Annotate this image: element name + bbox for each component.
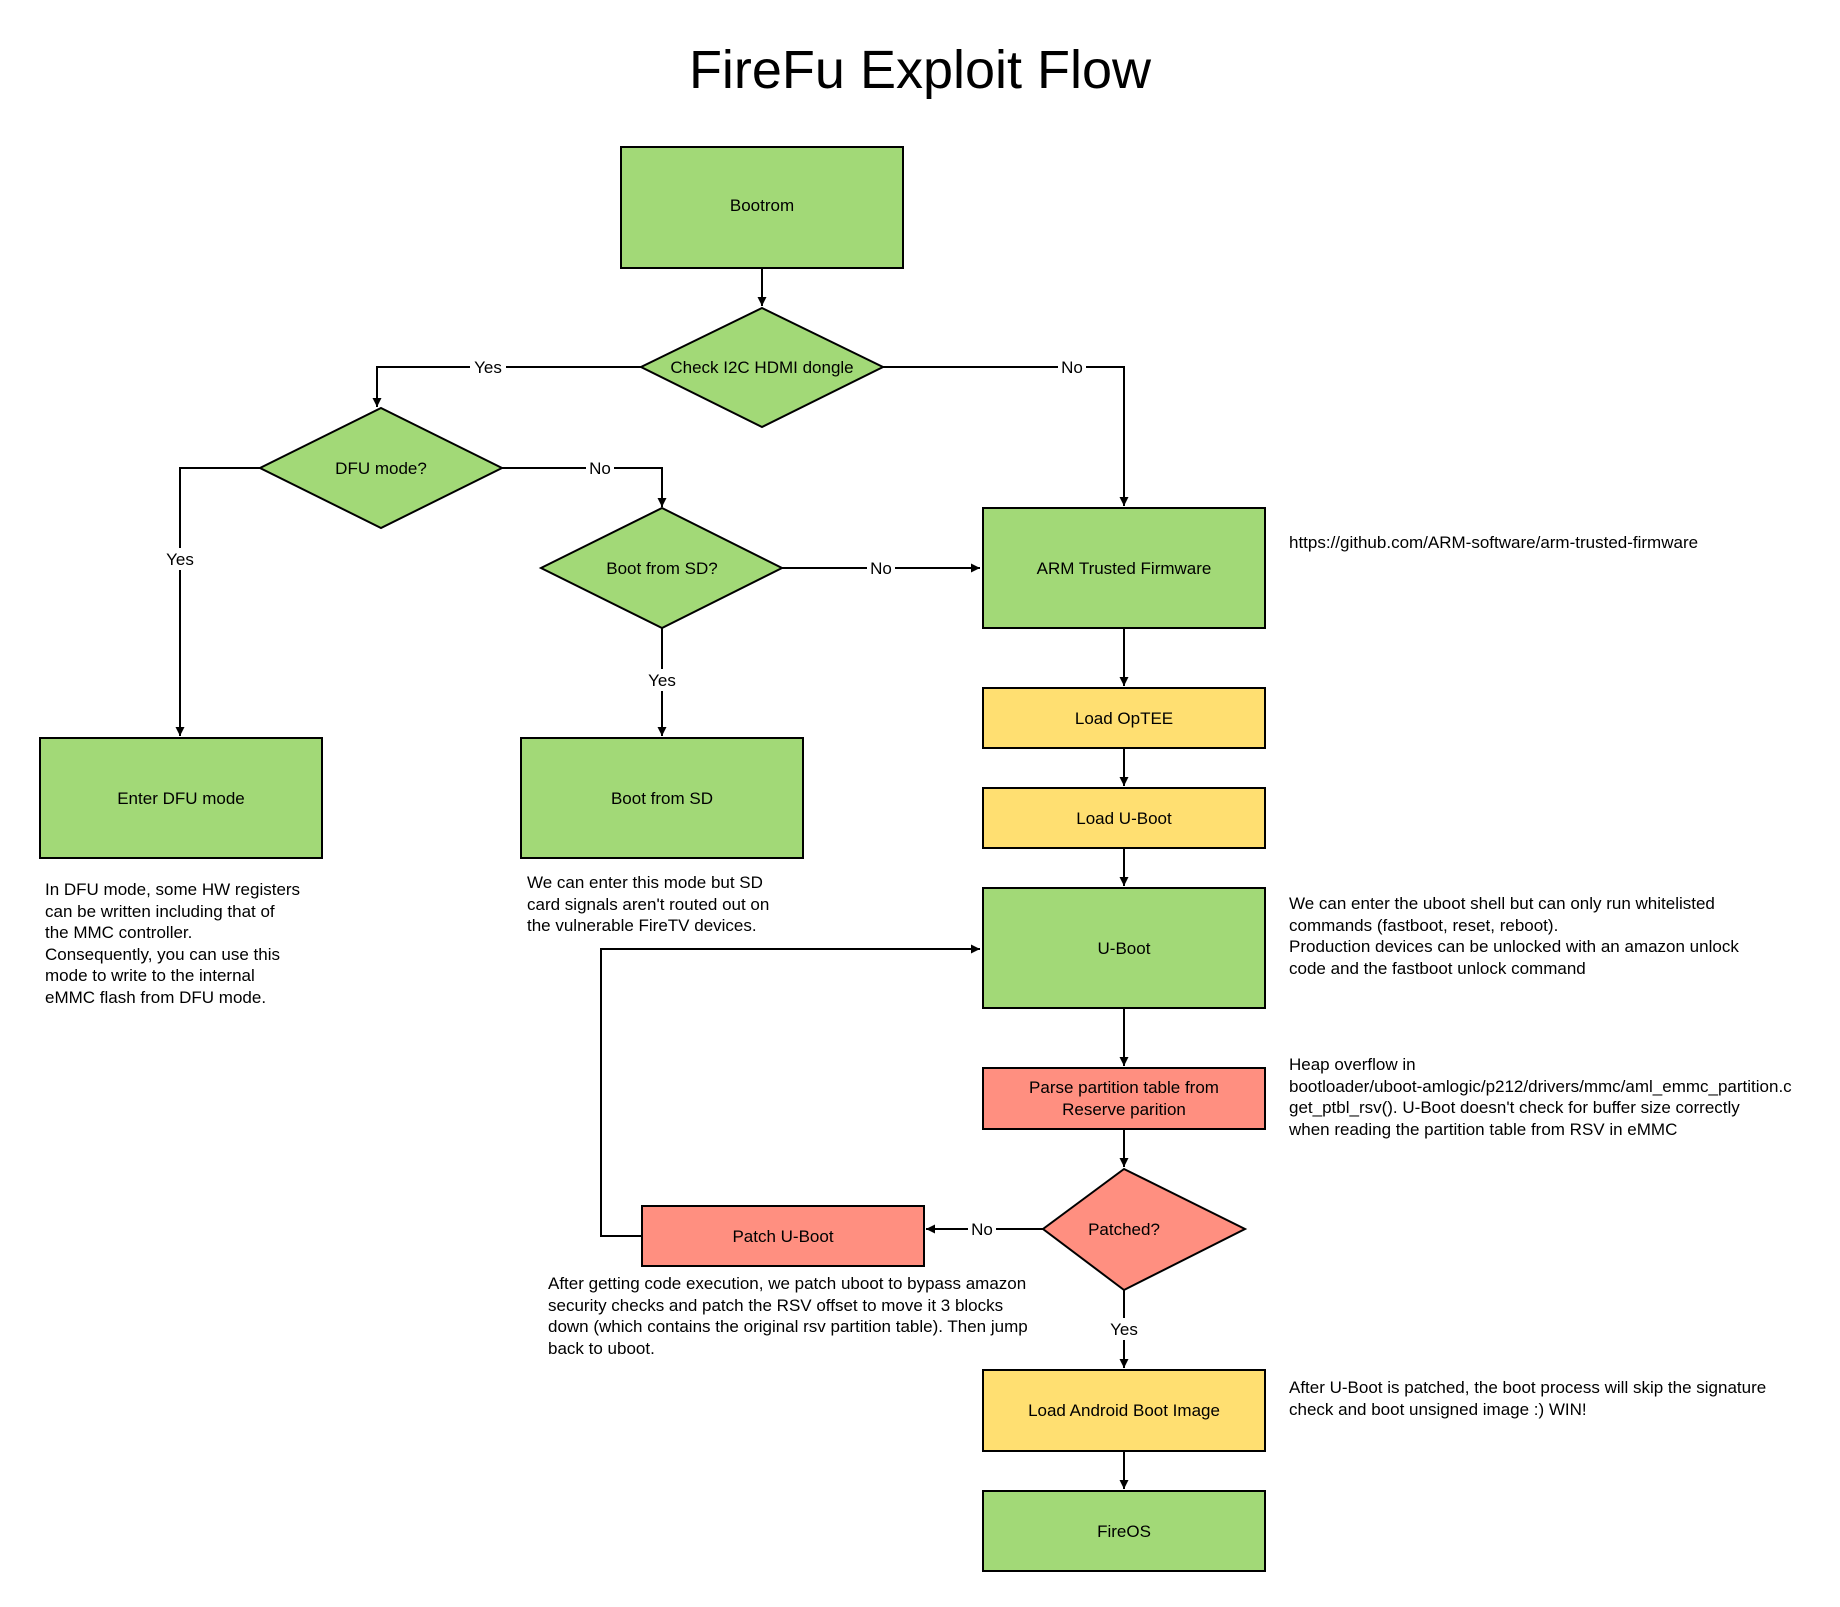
node-enter-dfu: Enter DFU mode: [39, 737, 323, 859]
edge-label-sd-yes: Yes: [648, 671, 676, 690]
edge-label-patched-yes: Yes: [1110, 1320, 1138, 1339]
note-sd-line: the vulnerable FireTV devices.: [527, 916, 757, 936]
note-heap-line: get_ptbl_rsv(). U-Boot doesn't check for…: [1289, 1098, 1740, 1118]
node-parse-partition-label-2: Reserve parition: [1062, 1100, 1186, 1119]
note-win-line: check and boot unsigned image :) WIN!: [1289, 1399, 1587, 1419]
node-patch-uboot: Patch U-Boot: [641, 1205, 925, 1267]
node-parse-partition-label-1: Parse partition table from: [1029, 1078, 1219, 1097]
note-patch-line: After getting code execution, we patch u…: [548, 1274, 1027, 1293]
node-check-i2c: Check I2C HDMI dongle: [638, 306, 886, 429]
node-patch-uboot-label: Patch U-Boot: [732, 1227, 833, 1246]
note-sd-line: We can enter this mode but SD: [527, 873, 763, 892]
note-patch-line: back to uboot.: [548, 1338, 655, 1358]
page-title: FireFu Exploit Flow: [689, 40, 1152, 100]
note-uboot-line: code and the fastboot unlock command: [1289, 958, 1586, 978]
note-dfu: In DFU mode, some HW registers can be wr…: [45, 879, 300, 1009]
note-heap-overflow: Heap overflow in bootloader/uboot-amlogi…: [1289, 1054, 1792, 1140]
edge-label-sd-no: No: [870, 559, 892, 578]
node-patched-decision: Patched?: [1041, 1167, 1248, 1292]
note-sd-line: card signals aren't routed out on: [527, 894, 770, 914]
node-check-i2c-label: Check I2C HDMI dongle: [670, 358, 853, 377]
edge-dfu-yes: [175, 467, 260, 736]
edge-patch-loop: [600, 944, 980, 1237]
edge-label-patched-no: No: [971, 1220, 993, 1239]
edge-label-dfu-yes: Yes: [166, 550, 194, 569]
node-boot-sd-label: Boot from SD: [611, 789, 713, 808]
node-load-uboot: Load U-Boot: [982, 787, 1266, 849]
node-patched-decision-label: Patched?: [1088, 1220, 1160, 1239]
node-bootrom-label: Bootrom: [730, 196, 794, 215]
note-dfu-line: Consequently, you can use this: [45, 944, 280, 964]
node-uboot: U-Boot: [982, 887, 1266, 1009]
node-load-android-label: Load Android Boot Image: [1028, 1401, 1220, 1420]
node-load-android: Load Android Boot Image: [982, 1369, 1266, 1452]
note-dfu-line: mode to write to the internal: [45, 966, 255, 986]
note-heap-line: Heap overflow in: [1289, 1055, 1416, 1074]
note-dfu-line: the MMC controller.: [45, 923, 193, 943]
node-load-uboot-label: Load U-Boot: [1076, 809, 1172, 828]
edge-dfu-no: [502, 467, 667, 507]
note-dfu-line: In DFU mode, some HW registers: [45, 880, 301, 899]
edge-label-check-no: No: [1061, 358, 1083, 377]
node-parse-partition: Parse partition table from Reserve parit…: [982, 1067, 1266, 1130]
note-patch: After getting code execution, we patch u…: [548, 1273, 1028, 1359]
node-dfu-decision-label: DFU mode?: [335, 459, 427, 478]
note-dfu-line: can be written including that of: [45, 901, 275, 921]
edge-check-yes: [372, 366, 641, 407]
edge-label-check-yes: Yes: [474, 358, 502, 377]
node-uboot-label: U-Boot: [1098, 939, 1151, 958]
edge-check-no: [883, 366, 1129, 506]
note-dfu-line: eMMC flash from DFU mode.: [45, 987, 267, 1007]
note-uboot: We can enter the uboot shell but can onl…: [1289, 893, 1739, 979]
node-atf: ARM Trusted Firmware: [982, 507, 1266, 629]
node-load-optee: Load OpTEE: [982, 687, 1266, 749]
note-heap-line: when reading the partition table from RS…: [1289, 1119, 1678, 1139]
note-win-line: After U-Boot is patched, the boot proces…: [1289, 1378, 1767, 1397]
note-uboot-line: commands (fastboot, reset, reboot).: [1289, 915, 1559, 935]
node-fireos: FireOS: [982, 1490, 1266, 1572]
node-dfu-decision: DFU mode?: [257, 406, 505, 530]
note-patch-line: down (which contains the original rsv pa…: [548, 1317, 1028, 1337]
node-load-optee-label: Load OpTEE: [1075, 709, 1173, 728]
node-atf-label: ARM Trusted Firmware: [1037, 559, 1212, 578]
edge-label-dfu-no: No: [589, 459, 611, 478]
note-uboot-line: We can enter the uboot shell but can onl…: [1289, 894, 1715, 913]
node-boot-sd: Boot from SD: [520, 737, 804, 859]
node-fireos-label: FireOS: [1097, 1522, 1151, 1541]
note-win: After U-Boot is patched, the boot proces…: [1289, 1377, 1766, 1420]
note-sd: We can enter this mode but SD card signa…: [527, 872, 769, 937]
node-bootrom: Bootrom: [620, 146, 904, 269]
note-atf-url-line: https://github.com/ARM-software/arm-trus…: [1289, 533, 1699, 552]
note-heap-line: bootloader/uboot-amlogic/p212/drivers/mm…: [1289, 1076, 1792, 1096]
note-atf-url: https://github.com/ARM-software/arm-trus…: [1289, 532, 1698, 554]
node-sd-decision: Boot from SD?: [538, 506, 785, 630]
note-uboot-line: Production devices can be unlocked with …: [1289, 937, 1739, 957]
node-sd-decision-label: Boot from SD?: [606, 559, 718, 578]
node-enter-dfu-label: Enter DFU mode: [117, 789, 245, 808]
note-patch-line: security checks and patch the RSV offset…: [548, 1295, 1004, 1315]
